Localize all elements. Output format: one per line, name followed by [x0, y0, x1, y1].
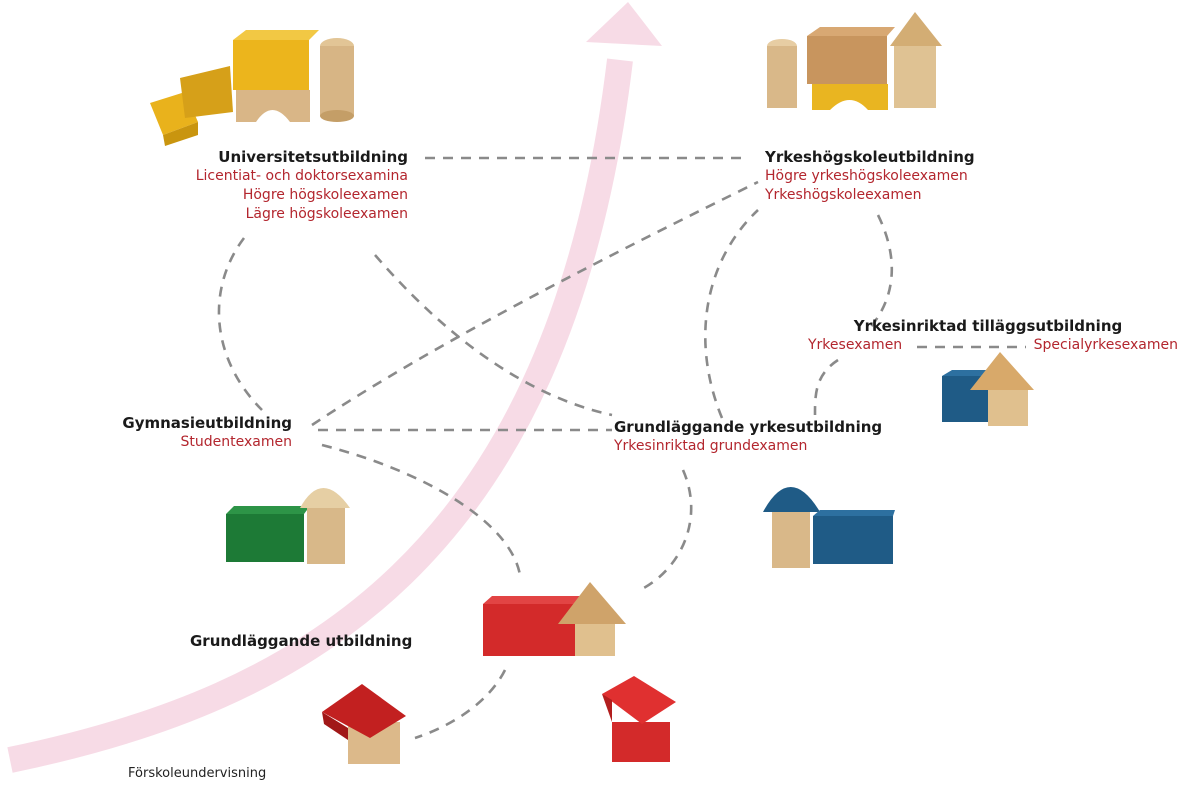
blocks-preschool [322, 684, 406, 764]
blocks-further-vocational [942, 352, 1034, 426]
connector-vocational-upper-higher-vocational [704, 209, 759, 419]
basic-title: Grundläggande utbildning [190, 632, 413, 650]
blocks-higher-vocational [767, 12, 942, 110]
upper-secondary-degree-1: Studentexamen [180, 434, 292, 450]
connector-basic-preschool [414, 669, 507, 740]
university-degree-2: Högre högskoleexamen [242, 187, 408, 203]
higher-vocational-title: Yrkeshögskoleutbildning [765, 148, 975, 166]
higher-vocational-degree-1: Högre yrkeshögskoleexamen [765, 168, 968, 184]
connector-further-vocational-upper [813, 358, 839, 416]
vocational-upper-title: Grundläggande yrkesutbildning [614, 418, 883, 436]
connector-vocational-upper-basic [639, 469, 693, 592]
blocks-basic [483, 582, 626, 656]
node-further-vocational: Yrkesinriktad tilläggsutbildning Yrkesex… [808, 317, 1178, 355]
university-title: Universitetsutbildning [218, 148, 408, 166]
university-degree-3: Lägre högskoleexamen [245, 206, 408, 222]
progression-arrow [7, 2, 662, 773]
connector-lines [217, 156, 1026, 740]
further-vocational-degree-2: Specialyrkesexamen [1033, 337, 1178, 353]
preschool-label: Förskoleundervisning [128, 766, 267, 781]
blocks-house [602, 676, 676, 762]
higher-vocational-degree-2: Yrkeshögskoleexamen [765, 187, 922, 203]
blocks-upper-secondary [226, 488, 350, 564]
blocks-vocational-upper [763, 487, 895, 568]
node-upper-secondary: Gymnasieutbildning Studentexamen [122, 414, 292, 452]
connector-university-vocational-upper [374, 254, 613, 417]
blocks-university [150, 30, 354, 146]
upper-secondary-title: Gymnasieutbildning [122, 414, 292, 432]
node-basic: Grundläggande utbildning [190, 632, 412, 651]
connector-higher-vocational-further [867, 214, 894, 331]
node-higher-vocational: Yrkeshögskoleutbildning Högre yrkeshögsk… [765, 148, 975, 205]
node-university: Universitetsutbildning Licentiat- och do… [196, 148, 408, 224]
further-vocational-title: Yrkesinriktad tilläggsutbildning [853, 317, 1123, 335]
connector-upper-secondary-basic [321, 443, 522, 576]
vocational-upper-degree-1: Yrkesinriktad grundexamen [614, 438, 808, 454]
further-vocational-degree-1: Yrkesexamen [808, 337, 903, 353]
node-vocational-upper: Grundläggande yrkesutbildning Yrkesinrik… [614, 418, 882, 456]
university-degree-1: Licentiat- och doktorsexamina [195, 168, 408, 184]
connector-university-upper-secondary [217, 237, 263, 411]
connector-upper-secondary-higher-vocational [311, 180, 759, 427]
